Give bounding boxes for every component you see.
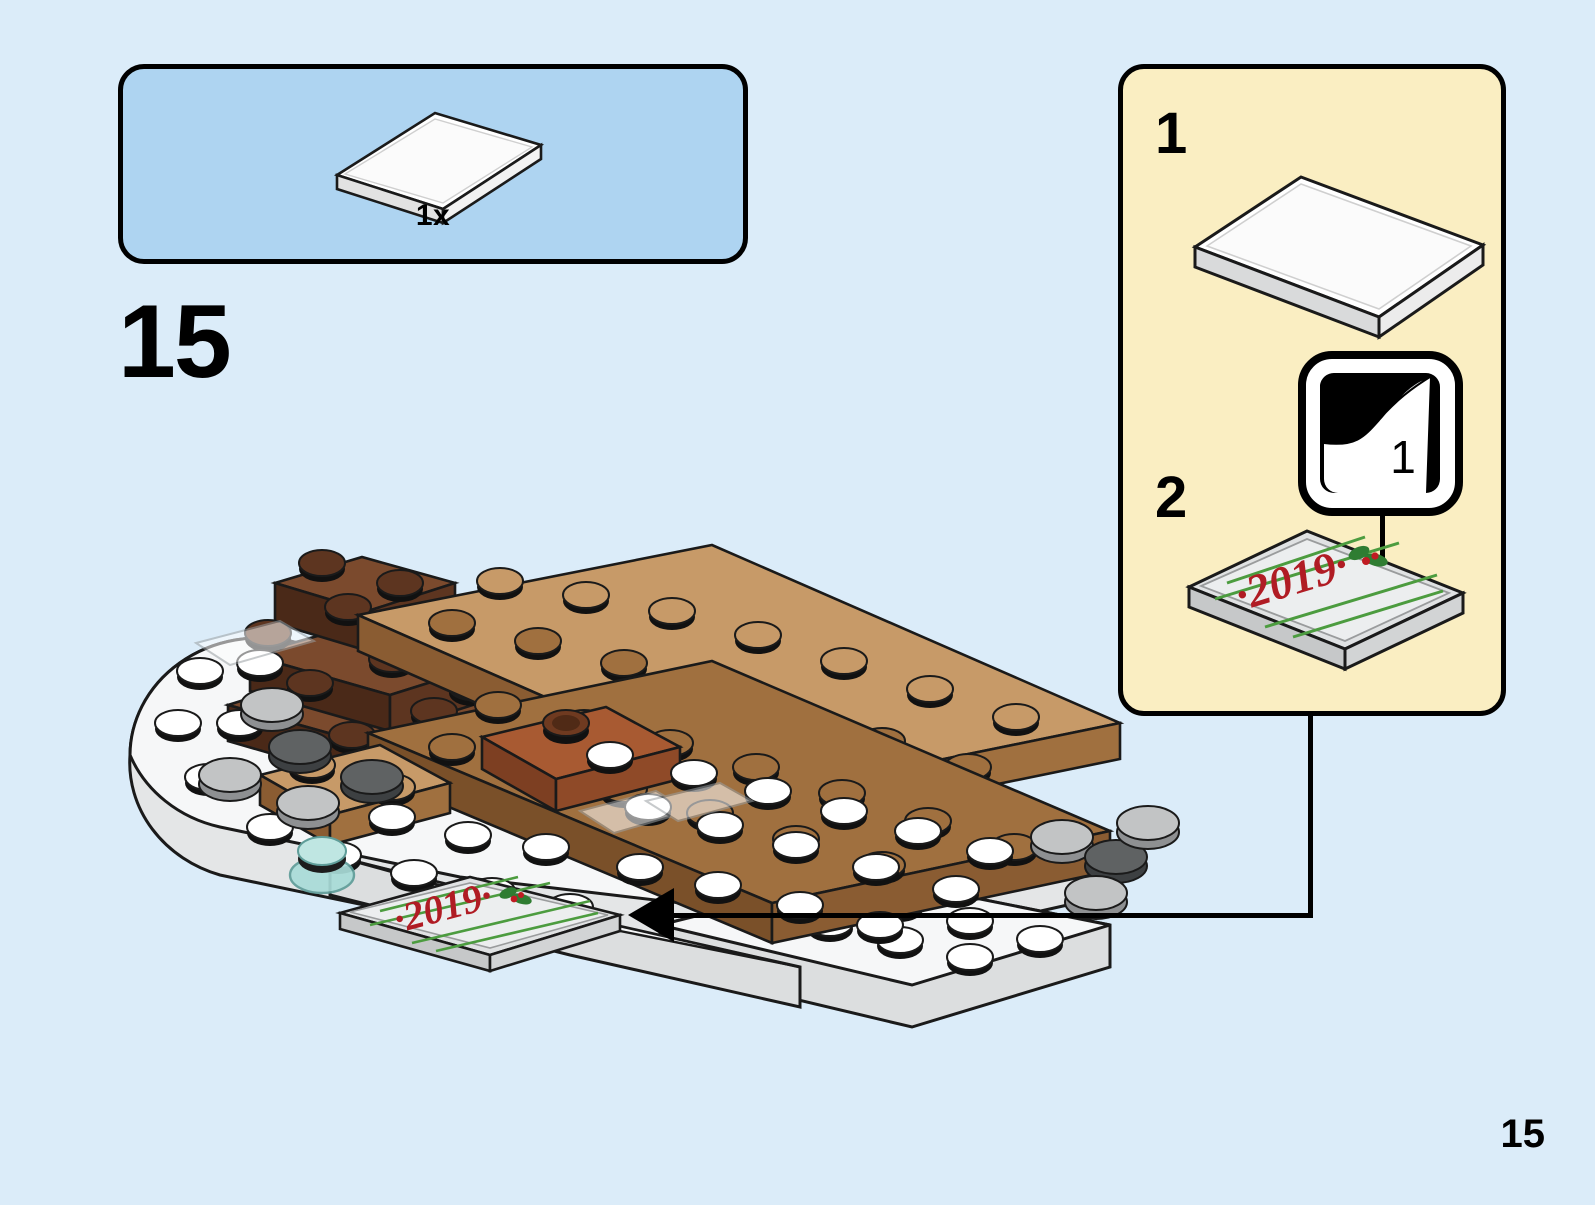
parts-callout-box: 1x (118, 64, 748, 264)
step-number: 15 (118, 284, 232, 400)
parts-callout-tile-2x4 (319, 91, 559, 226)
substep-2-number: 2 (1155, 465, 1188, 530)
parts-quantity-label: 1x (415, 199, 451, 232)
blank-white-tile (1183, 125, 1503, 340)
model-2019-tile: ·2019· (335, 872, 625, 973)
lego-model-illustration: ·2019· (100, 455, 1210, 1075)
page-number: 15 (1500, 1112, 1546, 1156)
transparent-plates (193, 619, 755, 835)
teal-round-plate (288, 836, 356, 895)
peel-icon-sticker-number: 1 (1390, 431, 1416, 483)
sticker-peel-icon: 1 (1298, 351, 1463, 516)
placement-arrow-icon (628, 888, 674, 942)
sticker-applied-tile: ·2019· (1181, 501, 1481, 672)
callout-connector-vertical (1308, 714, 1313, 918)
sticker-application-panel: 1 2 1 (1118, 64, 1506, 716)
callout-connector-horizontal (660, 913, 1312, 918)
substep-1-number: 1 (1155, 101, 1188, 166)
